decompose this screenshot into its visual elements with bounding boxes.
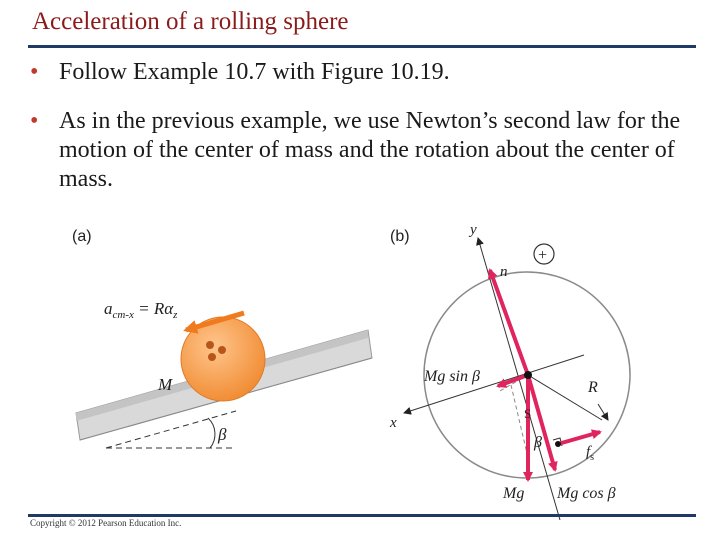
slide-title: Acceleration of a rolling sphere bbox=[32, 8, 349, 35]
bullet-list: • Follow Example 10.7 with Figure 10.19.… bbox=[30, 58, 710, 214]
bullet-text: Follow Example 10.7 with Figure 10.19. bbox=[59, 59, 450, 85]
finger-hole bbox=[206, 341, 214, 349]
beta-label-lower: β bbox=[533, 434, 542, 451]
angle-label: β bbox=[217, 425, 227, 444]
y-axis-label: y bbox=[468, 222, 477, 238]
center-of-mass-dot bbox=[524, 371, 532, 379]
x-axis bbox=[403, 354, 585, 415]
rotation-sign-icon bbox=[533, 243, 555, 265]
mg-cos-label: Mg cos β bbox=[556, 485, 616, 502]
title-divider bbox=[28, 45, 696, 48]
copyright-text: Copyright © 2012 Pearson Education Inc. bbox=[30, 518, 182, 528]
bullet-item: • Follow Example 10.7 with Figure 10.19. bbox=[30, 58, 710, 87]
bullet-dot-icon: • bbox=[30, 59, 39, 85]
normal-force-label: n bbox=[500, 264, 508, 280]
x-axis-label: x bbox=[389, 415, 397, 431]
bullet-item: • As in the previous example, we use New… bbox=[30, 107, 710, 194]
radius-arrow bbox=[597, 403, 609, 421]
friction-arrow bbox=[557, 429, 602, 446]
guide-dashed bbox=[497, 374, 529, 393]
incline-reference bbox=[105, 410, 237, 449]
panel-a-label: (a) bbox=[72, 228, 92, 245]
radius-line bbox=[527, 374, 603, 421]
normal-force-arrow bbox=[488, 268, 530, 376]
mg-sin-label: Mg sin β bbox=[423, 368, 480, 385]
acceleration-arrow bbox=[183, 310, 245, 334]
finger-hole bbox=[218, 346, 226, 354]
outline-break bbox=[392, 300, 422, 430]
rotation-sign-label: + bbox=[538, 247, 547, 264]
footer-divider bbox=[28, 514, 696, 517]
finger-hole bbox=[208, 353, 216, 361]
acceleration-label: acm-x = Rαz bbox=[104, 299, 178, 321]
angle-arc bbox=[207, 417, 216, 449]
friction-label: fs bbox=[586, 444, 594, 463]
contact-point-dot bbox=[555, 441, 561, 447]
panel-a: (a) β M acm-x = Rαz bbox=[72, 228, 373, 449]
right-angle-mark: S bbox=[524, 406, 531, 421]
bullet-text: As in the previous example, we use Newto… bbox=[59, 108, 681, 192]
mg-cos-arrow bbox=[526, 374, 558, 472]
radius-label: R bbox=[587, 379, 598, 396]
weight-label: Mg bbox=[502, 485, 524, 502]
bullet-dot-icon: • bbox=[30, 108, 39, 134]
panel-b: (b) y x + R n Mg sin β Mg Mg cos β β bbox=[389, 222, 631, 521]
mg-sin-arrow bbox=[496, 373, 529, 388]
panel-b-label: (b) bbox=[390, 228, 410, 245]
mass-label: M bbox=[157, 375, 173, 394]
